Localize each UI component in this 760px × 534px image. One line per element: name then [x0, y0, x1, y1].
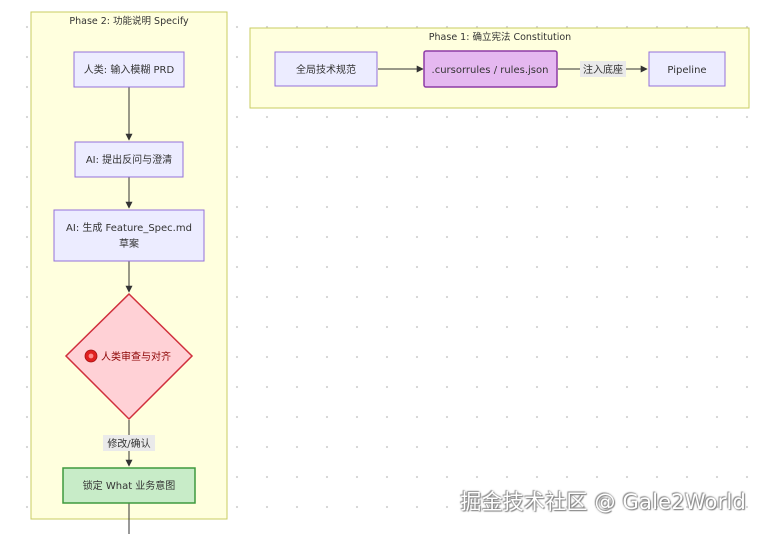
edge-label-modify-confirm: 修改/确认 [107, 437, 150, 450]
red-circle-icon-highlight [88, 353, 94, 359]
node-human-prd-label: 人类: 输入模糊 PRD [84, 63, 175, 76]
watermark: 掘金技术社区 @ Gale2World [460, 490, 746, 514]
cluster-phase2-title: Phase 2: 功能说明 Specify [69, 15, 189, 27]
cluster-phase1-title: Phase 1: 确立宪法 Constitution [429, 31, 571, 43]
node-human-prd: 人类: 输入模糊 PRD [73, 51, 185, 88]
node-rules-json-label: .cursorrules / rules.json [432, 65, 549, 76]
node-rules-json: .cursorrules / rules.json [423, 50, 558, 88]
edge-rules-to-pipeline: 注入底座 [558, 61, 648, 77]
node-pipeline-label: Pipeline [667, 65, 706, 76]
node-human-review-label: 人类审查与对齐 [101, 350, 171, 363]
edge-label-inject: 注入底座 [583, 63, 623, 76]
node-ai-generate-label-line1: AI: 生成 Feature_Spec.md [66, 221, 192, 234]
node-global-spec: 全局技术规范 [274, 51, 378, 87]
node-human-review: 人类审查与对齐 [64, 292, 194, 421]
node-ai-questions: AI: 提出反问与澄清 [74, 141, 184, 178]
node-ai-generate-label-line2: 草案 [119, 237, 139, 250]
edge-label-modify-bg [103, 435, 155, 451]
node-ai-questions-label: AI: 提出反问与澄清 [86, 153, 172, 166]
node-pipeline: Pipeline [648, 51, 726, 87]
node-global-spec-label: 全局技术规范 [296, 63, 356, 76]
edge-review-to-lock: 修改/确认 [103, 420, 155, 467]
node-lock-intent: 锁定 What 业务意图 [62, 467, 196, 504]
node-lock-intent-label: 锁定 What 业务意图 [83, 479, 176, 492]
node-ai-generate: AI: 生成 Feature_Spec.md 草案 [53, 209, 205, 262]
edge-label-inject-bg [580, 61, 626, 77]
